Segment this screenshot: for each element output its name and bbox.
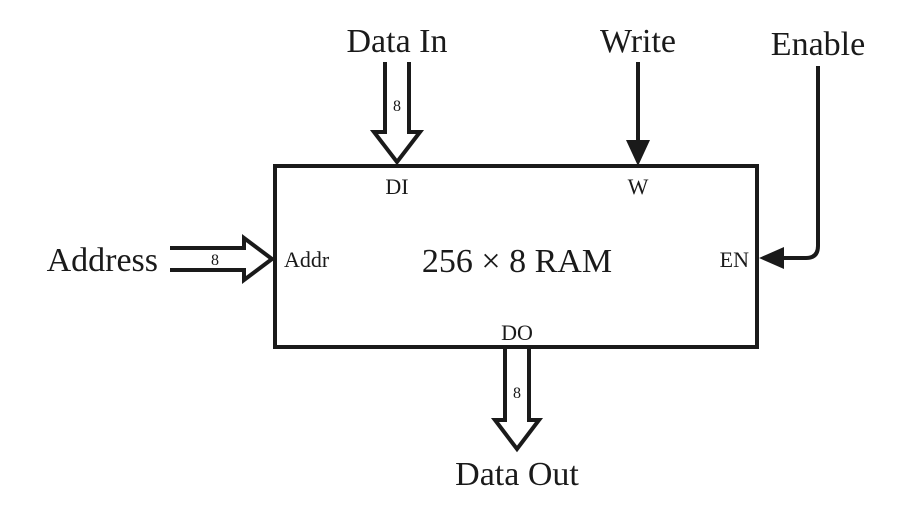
data-in-bus-width: 8: [393, 98, 401, 115]
data-out-pin-label: DO: [501, 320, 533, 345]
write-signal-label: Write: [600, 23, 676, 60]
address-signal-label: Address: [47, 242, 158, 279]
enable-pin-label: EN: [720, 247, 749, 272]
ram-block-title: 256 × 8 RAM: [422, 243, 612, 280]
address-bus-arrow: 8: [170, 234, 276, 284]
ram-block: [273, 164, 759, 349]
data-in-bus-arrow: 8: [369, 62, 425, 166]
data-out-signal-label: Data Out: [455, 456, 579, 493]
data-out-bus-width: 8: [513, 385, 521, 402]
address-pin-label: Addr: [284, 247, 330, 272]
data-in-signal-label: Data In: [346, 23, 447, 60]
write-pin-label: W: [628, 174, 649, 199]
enable-signal-label: Enable: [771, 26, 865, 63]
data-in-pin-label: DI: [385, 174, 408, 199]
data-out-bus-arrow: 8: [490, 349, 544, 453]
address-bus-width: 8: [211, 252, 219, 269]
write-arrow: [626, 62, 650, 166]
enable-arrow: [759, 66, 820, 269]
